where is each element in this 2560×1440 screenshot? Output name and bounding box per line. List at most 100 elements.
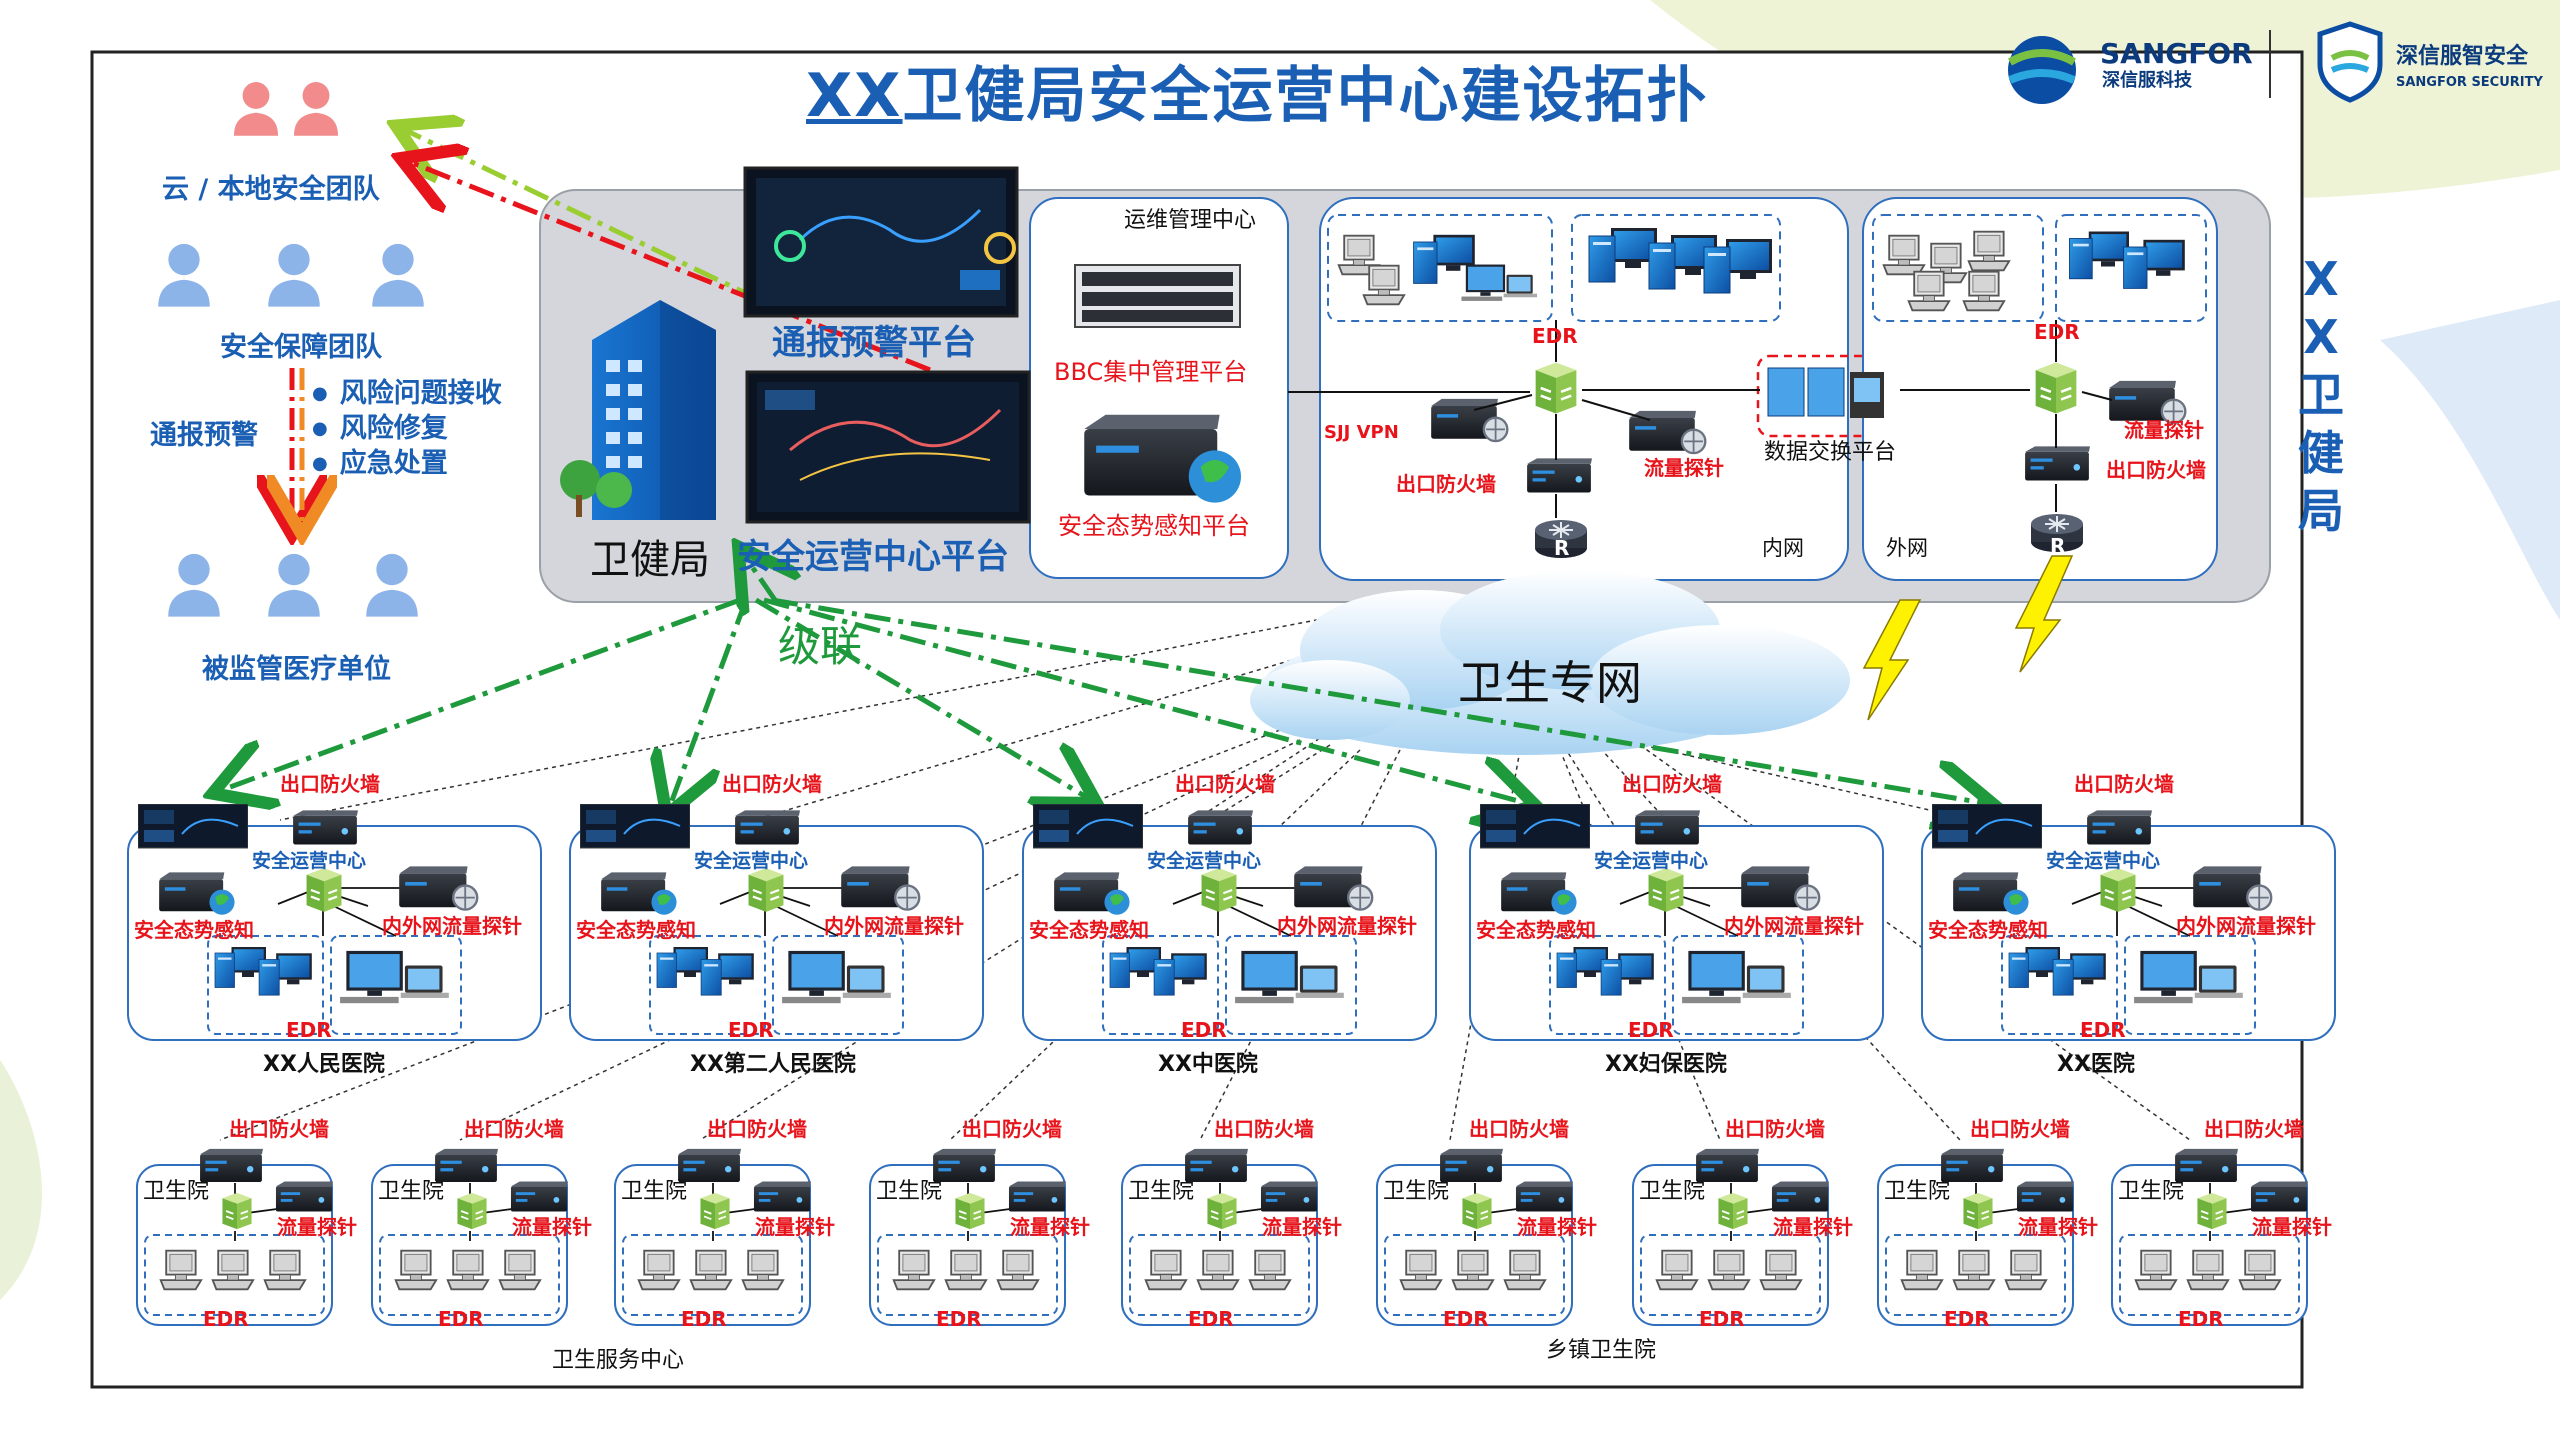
clinic-exit-fw bbox=[933, 1148, 996, 1182]
clinic-edr-label: EDR bbox=[1443, 1307, 1489, 1331]
clinic-link bbox=[1486, 1208, 1518, 1214]
clinic-fw-label: 出口防火墙 bbox=[1214, 1117, 1314, 1141]
clinic-fw-label: 出口防火墙 bbox=[707, 1117, 807, 1141]
extranet-exit-fw bbox=[2025, 446, 2090, 481]
hospital-edr-endpoint-zone bbox=[1225, 935, 1357, 1035]
hospital-probe bbox=[1740, 865, 1821, 911]
clinic-link bbox=[1231, 1208, 1263, 1214]
clinic-terminal bbox=[159, 1249, 203, 1291]
clinic-link bbox=[481, 1208, 513, 1214]
cloud-label: 卫生专网 bbox=[1458, 656, 1642, 710]
hospital-edr-endpoint-zone bbox=[1672, 935, 1804, 1035]
clinic-terminal bbox=[394, 1249, 438, 1291]
sjj-vpn-label: SJJ VPN bbox=[1324, 422, 1399, 443]
clinic-name-label: 卫生院 bbox=[2118, 1179, 2185, 1204]
bbc-label: BBC集中管理平台 bbox=[1054, 358, 1248, 386]
township-label: 乡镇卫生院 bbox=[1546, 1338, 1657, 1363]
clinic-probe bbox=[753, 1181, 811, 1212]
clinic-terminal bbox=[892, 1249, 936, 1291]
alert-arrow-green bbox=[405, 130, 762, 303]
intranet-edr-label: EDR bbox=[1532, 324, 1578, 348]
bg-swoosh bbox=[0, 1060, 42, 1300]
clinic-terminal bbox=[2004, 1249, 2048, 1291]
clinic-terminal bbox=[1952, 1249, 1996, 1291]
clinic-probe bbox=[1515, 1181, 1573, 1212]
hospital-edr-server-zone bbox=[649, 935, 766, 1035]
hospital-probe-label: 内外网流量探针 bbox=[1724, 914, 1864, 938]
clinic-switch bbox=[2196, 1191, 2228, 1231]
hospital-core-switch bbox=[2099, 867, 2137, 913]
hospital-name-label: XX中医院 bbox=[1158, 1052, 1258, 1077]
vertical-char: X bbox=[2303, 252, 2339, 306]
hospital-situation-label: 安全态势感知 bbox=[1029, 918, 1149, 942]
intranet-fw-label: 出口防火墙 bbox=[1396, 472, 1496, 496]
hospital-probe-label: 内外网流量探针 bbox=[2176, 914, 2316, 938]
clinic-probe-label: 流量探针 bbox=[1773, 1215, 1853, 1239]
hospital-group bbox=[1022, 804, 1437, 1041]
cascade-label: 级联 bbox=[778, 622, 863, 671]
clinic-group bbox=[869, 1148, 1066, 1326]
clinic-fw-label: 出口防火墙 bbox=[962, 1117, 1062, 1141]
exchange-label: 数据交换平台 bbox=[1764, 440, 1897, 465]
hospital-soc-label: 安全运营中心 bbox=[252, 850, 367, 872]
hospital-soc-label: 安全运营中心 bbox=[1594, 850, 1709, 872]
intranet-zone-label: 内网 bbox=[1762, 536, 1804, 560]
cascade-arrows bbox=[222, 555, 1984, 806]
supervised-units-label: 被监管医疗单位 bbox=[202, 654, 391, 685]
clinic-probe-label: 流量探针 bbox=[755, 1215, 835, 1239]
hospital-probe-label: 内外网流量探针 bbox=[824, 914, 964, 938]
clinic-link bbox=[1742, 1208, 1774, 1214]
clinic-probe bbox=[2250, 1181, 2308, 1212]
title-prefix: XX bbox=[806, 61, 903, 131]
hospital-probe bbox=[1293, 865, 1374, 911]
hospital-name-label: XX第二人民医院 bbox=[690, 1052, 856, 1077]
hospital-situation-label: 安全态势感知 bbox=[134, 918, 254, 942]
hospital-exit-fw bbox=[735, 810, 800, 845]
clinic-probe-label: 流量探针 bbox=[512, 1215, 592, 1239]
clinic-fw-label: 出口防火墙 bbox=[1970, 1117, 2070, 1141]
clinic-name-label: 卫生院 bbox=[1639, 1179, 1706, 1204]
lightning-icon bbox=[1862, 599, 1922, 721]
clinic-terminal bbox=[2238, 1249, 2282, 1291]
clinic-probe bbox=[275, 1181, 333, 1212]
alert-platform-screen bbox=[743, 166, 1019, 318]
hospital-core-switch bbox=[747, 867, 785, 913]
clinic-edr-label: EDR bbox=[1699, 1307, 1745, 1331]
clinic-switch bbox=[1962, 1191, 1994, 1231]
intranet-probe-label: 流量探针 bbox=[1644, 456, 1724, 480]
hospital-edr-server-zone bbox=[1549, 935, 1666, 1035]
clinic-name-label: 卫生院 bbox=[1383, 1179, 1450, 1204]
hospital-name-label: XX妇保医院 bbox=[1605, 1052, 1727, 1077]
clinic-switch bbox=[954, 1191, 986, 1231]
soc-platform-label: 安全运营中心平台 bbox=[737, 537, 1009, 577]
clinic-terminal bbox=[944, 1249, 988, 1291]
clinic-edr-label: EDR bbox=[203, 1307, 249, 1331]
clinic-exit-fw bbox=[435, 1148, 498, 1182]
clinic-fw-label: 出口防火墙 bbox=[1469, 1117, 1569, 1141]
hospital-edr-label: EDR bbox=[286, 1018, 332, 1042]
clinic-terminal bbox=[263, 1249, 307, 1291]
intranet-core-switch bbox=[1534, 361, 1578, 415]
hospital-core-switch bbox=[305, 867, 343, 913]
clinic-edr-zone bbox=[622, 1234, 803, 1316]
hospital-probe-label: 内外网流量探针 bbox=[382, 914, 522, 938]
hospital-soc-screen bbox=[580, 804, 690, 849]
hospital-edr-server-zone bbox=[207, 935, 324, 1035]
hospital-core-switch bbox=[1200, 867, 1238, 913]
title-main: 卫健局安全运营中心建设拓扑 bbox=[902, 61, 1709, 131]
security-cn: 深信服智安全 bbox=[2396, 44, 2529, 69]
clinic-name-label: 卫生院 bbox=[876, 1179, 943, 1204]
clinic-probe-label: 流量探针 bbox=[277, 1215, 357, 1239]
hospital-group bbox=[1469, 804, 1884, 1041]
vertical-char: X bbox=[2303, 310, 2339, 364]
clinic-fw-label: 出口防火墙 bbox=[464, 1117, 564, 1141]
extranet-edr-servers bbox=[2055, 214, 2207, 322]
sangfor-en: SANGFOR bbox=[2100, 37, 2253, 70]
clinic-edr-label: EDR bbox=[2178, 1307, 2224, 1331]
hospital-edr-endpoint-zone bbox=[2124, 935, 2256, 1035]
hospital-soc-screen bbox=[1033, 804, 1143, 849]
clinic-probe-label: 流量探针 bbox=[2018, 1215, 2098, 1239]
clinic-group bbox=[1632, 1148, 1829, 1326]
hospital-soc-screen bbox=[1480, 804, 1590, 849]
